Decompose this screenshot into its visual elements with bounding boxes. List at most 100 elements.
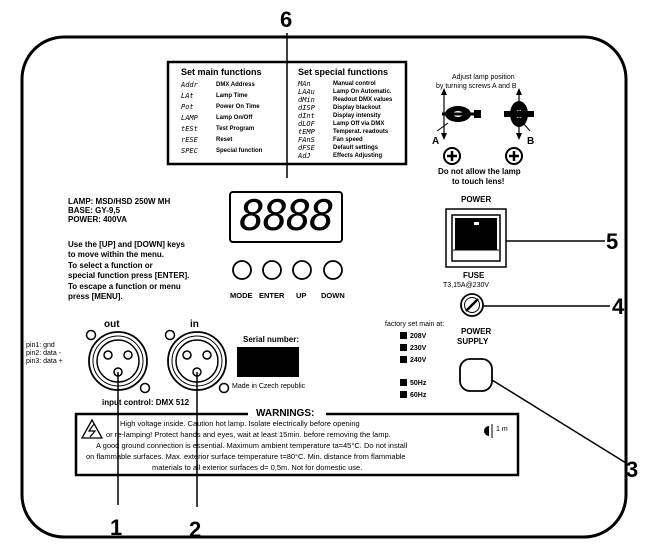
power-switch[interactable] [445,208,507,268]
instruction-line: To escape a function or menu [68,282,181,291]
lamp-warning: Do not allow the lamp [438,167,521,176]
pin-label: pin1: gnd [26,342,55,349]
main-func-label: Power On Time [216,104,260,110]
special-func-code: LAAu [298,88,315,96]
distance-mark: 1 m [496,426,508,433]
lamp-adjust-text: by turning screws A and B [436,83,517,90]
main-func-label: Lamp On/Off [216,115,253,121]
instruction-line: To select a function or [68,261,153,270]
spec-base: BASE: GY-9,5 [68,206,121,215]
pin-label: pin3: data + [26,358,63,365]
up-button[interactable] [292,260,312,280]
warning-line: A good ground connection is essential. M… [96,441,408,450]
callout-4: 4 [612,294,625,319]
callout-3: 3 [626,457,639,482]
main-func-label: Reset [216,137,233,143]
power-supply-inlet[interactable] [459,358,493,392]
main-func-code: tESt [181,125,198,133]
panel-outline [20,35,628,539]
main-func-code: LAMP [181,114,198,122]
instruction-line: special function press [ENTER]. [68,271,190,280]
instruction-line: to move within the menu. [68,250,165,259]
callout-5: 5 [606,229,619,254]
warnings-title: WARNINGS: [256,408,315,419]
distance-icon [484,424,493,438]
spec-power: POWER: 400VA [68,215,127,224]
led-display-frame [229,191,343,243]
main-func-code: rESE [181,136,198,144]
frequency-option-50: 50Hz [400,379,426,387]
power-switch-label: POWER [461,195,492,204]
special-func-code: MAn [298,80,311,88]
warnings-title-mask [248,408,326,420]
special-func-code: tEMP [298,128,315,136]
factory-set-label: factory set main at: [385,321,445,328]
callout-6: 6 [280,7,293,32]
warning-line: or re-lamping! Protect hands and eyes, w… [106,430,391,439]
down-button-label: DOWN [321,291,345,300]
main-func-code: SPEC [181,147,198,155]
special-func-label: Lamp Off via DMX [333,121,385,127]
special-func-code: FAnS [298,136,315,144]
screw-a-label: A [432,136,440,147]
lamp-warning: to touch lens! [452,177,505,186]
special-func-label: Effects Adjusting [333,153,383,159]
warning-line: materials to all exterior surfaces d= 0,… [152,463,363,472]
special-func-label: Fan speed [333,137,363,143]
main-func-label: Test Program [216,126,255,132]
special-func-code: dMin [298,96,315,104]
enter-button-label: ENTER [259,291,285,300]
frequency-option-60: 60Hz [400,391,426,399]
screw-b-icon [505,147,523,165]
special-func-label: Temperat. readouts [333,129,389,135]
power-supply-label: SUPPLY [457,337,489,346]
main-func-code: LAt [181,92,194,100]
pin-label: pin2: data - [26,350,62,357]
warning-line: High voltage inside. Caution hot lamp. I… [120,419,360,428]
special-func-code: dFSE [298,144,315,152]
main-func-label: Special function [216,148,263,154]
main-func-code: Addr [181,81,198,89]
mode-button[interactable] [232,260,252,280]
mode-button-label: MODE [230,291,253,300]
special-func-code: AdJ [298,152,311,160]
voltage-option-230: 230V [400,344,426,352]
made-in-label: Made in Czech republic [232,383,306,390]
fuse-rating: T3,15A@230V [443,282,490,289]
high-voltage-icon [80,418,104,439]
down-button[interactable] [323,260,343,280]
screw-b-label: B [527,136,535,147]
warning-line: on flammable surfaces. Max. exterior sur… [86,452,406,461]
instruction-line: Use the [UP] and [DOWN] keys [68,240,185,249]
special-functions-header: Set special functions [298,67,389,77]
main-func-label: DMX Address [216,82,255,88]
special-func-label: Display intensity [333,113,381,119]
special-func-label: Default settings [333,145,379,151]
spec-lamp: LAMP: MSD/HSD 250W MH [68,197,171,206]
fuse-label: FUSE [463,271,485,280]
voltage-option-208: 208V [400,332,426,340]
callout-3-leader [491,379,627,464]
dmx-out-label: out [104,319,120,330]
callout-1: 1 [110,515,123,540]
fuse-holder[interactable] [460,293,484,317]
enter-button[interactable] [262,260,282,280]
special-func-label: Readout DMX values [333,97,393,103]
power-supply-label: POWER [461,327,492,336]
special-func-code: dInt [298,112,315,120]
serial-number-box [237,347,299,377]
special-func-label: Manual control [333,81,376,87]
callout-2: 2 [189,517,202,542]
serial-number-label: Serial number: [243,335,300,344]
special-func-label: Lamp On Automatic. [333,89,392,95]
up-button-label: UP [296,291,307,300]
main-functions-header: Set main functions [181,67,262,77]
special-func-code: dISP [298,104,315,112]
screw-a-icon [443,147,461,165]
main-func-label: Lamp Time [216,93,248,99]
input-control-label: input control: DMX 512 [102,398,190,407]
dmx-in-label: in [190,319,199,330]
led-display-digits: 8888 [239,191,334,240]
lamp-adjust-text: Adjust lamp position [452,74,515,81]
